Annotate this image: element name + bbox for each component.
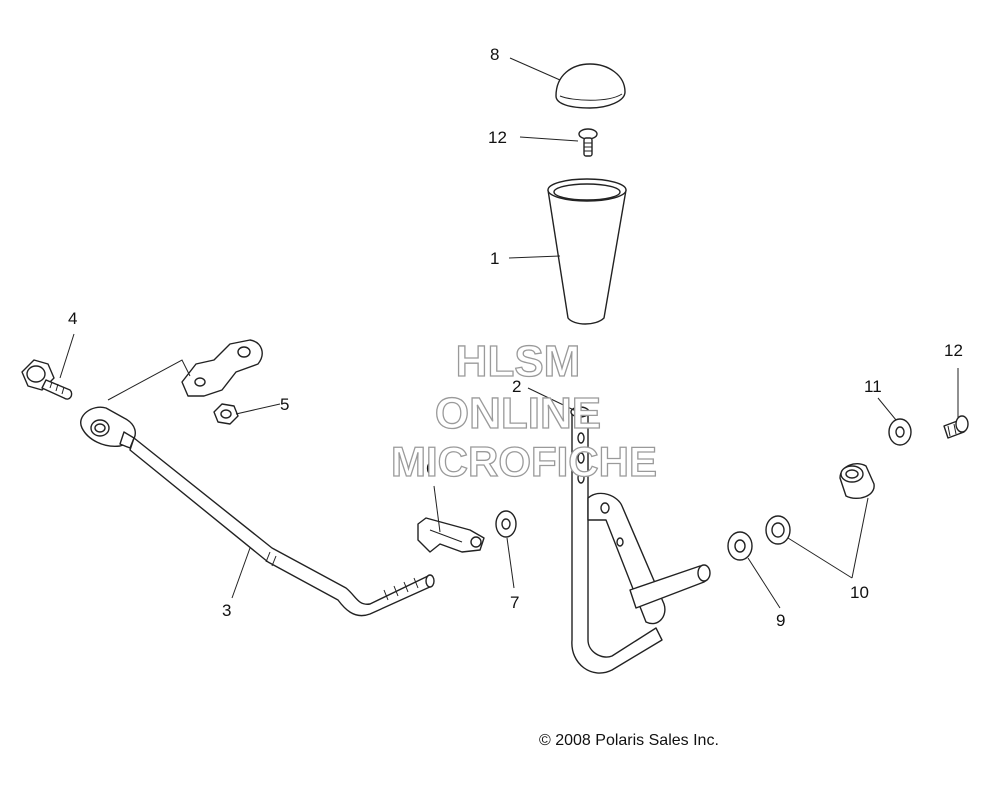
callout-6: 6	[426, 459, 435, 478]
callout-11: 11	[864, 377, 882, 396]
part-8-cap	[555, 63, 626, 109]
callout-10: 10	[850, 583, 869, 602]
part-12-screw-top	[578, 128, 598, 157]
part-1-grip	[547, 178, 627, 325]
callout-9: 9	[776, 611, 785, 630]
callout-1: 1	[490, 249, 499, 268]
callout-4: 4	[68, 309, 77, 328]
callout-12-right: 12	[944, 341, 963, 360]
watermark-line-1: HLSM	[456, 337, 581, 386]
callout-12-top: 12	[488, 128, 507, 147]
callout-2: 2	[512, 377, 521, 396]
callout-7: 7	[510, 593, 519, 612]
part-10-bushing-a	[765, 515, 791, 545]
part-4-bolt	[21, 359, 73, 400]
leader-lines	[59, 57, 959, 609]
part-11-washer	[888, 418, 912, 446]
watermark: HLSM ONLINE MICROFICHE	[390, 336, 657, 485]
part-2-shift-lever	[570, 406, 711, 674]
part-5-nut	[213, 403, 239, 425]
part-6-clip	[417, 517, 485, 553]
callout-5: 5	[280, 395, 289, 414]
part-12-bolt-right	[943, 415, 969, 439]
part-9-washer	[727, 531, 753, 561]
part-10-bushing-b	[839, 462, 875, 500]
part-7-washer	[495, 510, 517, 538]
copyright-notice: © 2008 Polaris Sales Inc.	[539, 732, 719, 749]
callout-labels: 8 12 1 2 4 5 6 7 3 9 10 11 12	[68, 45, 963, 630]
watermark-line-2: ONLINE	[435, 389, 601, 438]
mounting-bracket	[107, 339, 263, 401]
callout-3: 3	[222, 601, 231, 620]
part-3-shift-rod	[80, 406, 435, 617]
callout-8: 8	[490, 45, 499, 64]
watermark-line-3: MICROFICHE	[391, 438, 657, 485]
